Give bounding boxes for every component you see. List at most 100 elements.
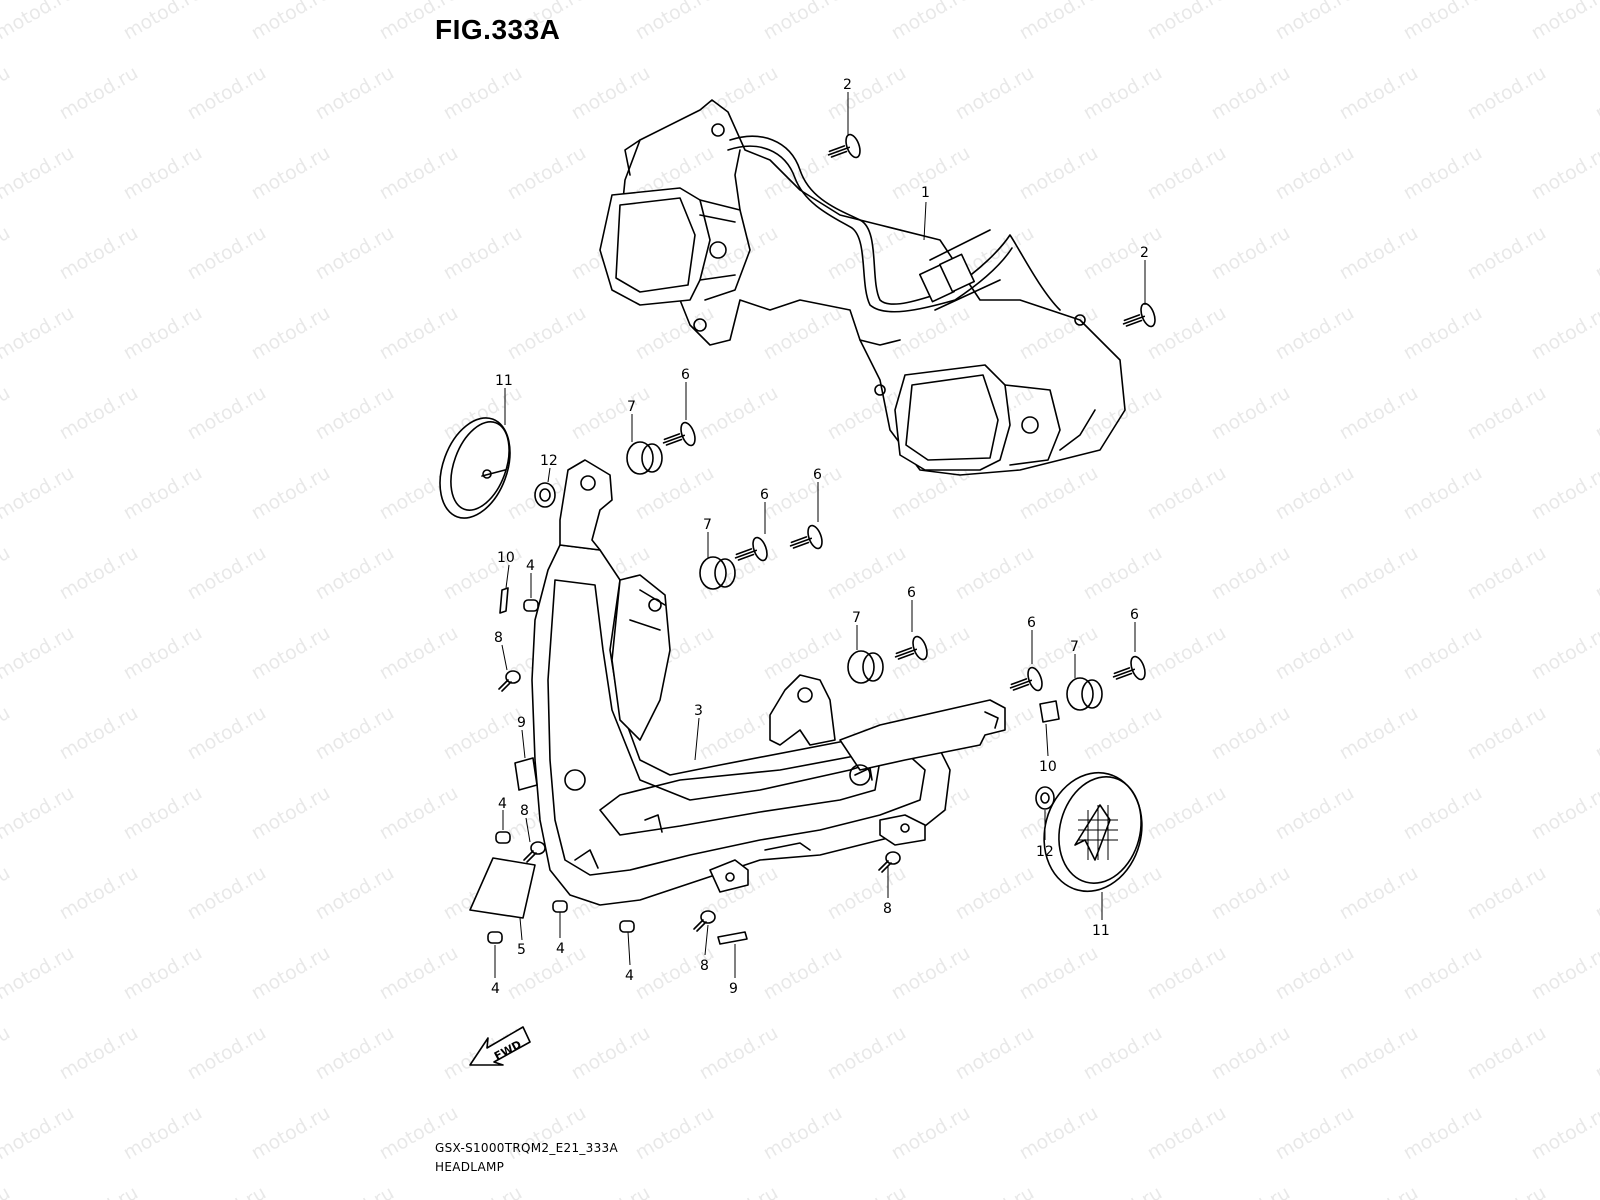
callout-2: 2 [843, 77, 852, 93]
model-code: GSX-S1000TRQM2_E21_333A [435, 1141, 618, 1155]
watermark-text: motod.ru [824, 862, 910, 925]
watermark-text: motod.ru [1528, 1102, 1600, 1165]
watermark-text: motod.ru [0, 382, 14, 445]
watermark-text: motod.ru [888, 942, 974, 1005]
watermark-text: motod.ru [760, 302, 846, 365]
watermark-text: motod.ru [0, 702, 14, 765]
callout-7: 7 [703, 517, 712, 533]
watermark-text: motod.ru [312, 1022, 398, 1085]
watermark-text: motod.ru [952, 1022, 1038, 1085]
watermark-text: motod.ru [1272, 782, 1358, 845]
watermark-text: motod.ru [1528, 302, 1600, 365]
watermark-text: motod.ru [1400, 0, 1486, 44]
watermark-text: motod.ru [1144, 1102, 1230, 1165]
callout-1: 1 [921, 185, 930, 201]
callout-9: 9 [729, 981, 738, 997]
callout-10: 10 [497, 550, 515, 566]
watermark-text: motod.ru [248, 302, 334, 365]
watermark-text: motod.ru [1464, 222, 1550, 285]
tape-10-left[interactable] [499, 587, 509, 614]
watermark-text: motod.ru [376, 942, 462, 1005]
watermark-text: motod.ru [1336, 862, 1422, 925]
callout-10: 10 [1039, 759, 1057, 775]
cover-disc-right[interactable] [1031, 762, 1155, 903]
screw-with-washer[interactable] [659, 133, 1157, 699]
headlamp-frame-bracket[interactable] [531, 459, 1006, 906]
watermark-text: motod.ru [824, 542, 910, 605]
callout-4: 4 [498, 796, 507, 812]
watermark-text: motod.ru [632, 1102, 718, 1165]
watermark-text: motod.ru [440, 1182, 526, 1200]
watermark-text: motod.ru [1208, 862, 1294, 925]
callout-4: 4 [625, 968, 634, 984]
watermark-text: motod.ru [0, 942, 78, 1005]
watermark-text: motod.ru [312, 62, 398, 125]
tape-10-right[interactable] [1039, 700, 1060, 723]
watermark-text: motod.ru [1400, 942, 1486, 1005]
watermark-text: motod.ru [248, 782, 334, 845]
watermark-text: motod.ru [1208, 1022, 1294, 1085]
tape-9-upper[interactable] [514, 757, 538, 791]
watermark-text: motod.ru [1400, 782, 1486, 845]
watermark-text: motod.ru [1464, 1182, 1550, 1200]
watermark-text: motod.ru [1400, 302, 1486, 365]
callout-7: 7 [627, 399, 636, 415]
nut-left[interactable] [534, 482, 556, 508]
watermark-text: motod.ru [1592, 862, 1600, 925]
watermark-text: motod.ru [632, 302, 718, 365]
watermark-text: motod.ru [184, 862, 270, 925]
callout-9: 9 [517, 715, 526, 731]
watermark-text: motod.ru [248, 462, 334, 525]
watermark-text: motod.ru [696, 62, 782, 125]
watermark-text: motod.ru [1336, 222, 1422, 285]
watermark-text: motod.ru [440, 62, 526, 125]
nut-right[interactable] [1035, 786, 1055, 810]
watermark-text: motod.ru [568, 1182, 654, 1200]
watermark-text: motod.ru [1592, 382, 1600, 445]
callout-11: 11 [495, 373, 513, 389]
watermark-text: motod.ru [56, 222, 142, 285]
watermark-text: motod.ru [1592, 1022, 1600, 1085]
watermark-text: motod.ru [312, 222, 398, 285]
watermark-text: motod.ru [504, 302, 590, 365]
watermark-text: motod.ru [1272, 302, 1358, 365]
grommet[interactable] [626, 441, 1103, 711]
label-sheet-5[interactable] [469, 857, 536, 919]
watermark-text: motod.ru [1336, 62, 1422, 125]
watermark-text: motod.ru [888, 622, 974, 685]
watermark-text: motod.ru [376, 142, 462, 205]
watermark-text: motod.ru [1528, 782, 1600, 845]
watermark-text: motod.ru [1336, 542, 1422, 605]
watermark-text: motod.ru [824, 222, 910, 285]
watermark-text: motod.ru [1464, 862, 1550, 925]
headlamp-assembly[interactable] [599, 99, 1126, 476]
watermark-text: motod.ru [952, 542, 1038, 605]
watermark-text: motod.ru [184, 62, 270, 125]
callout-6: 6 [1130, 607, 1139, 623]
rubber-pad[interactable] [487, 599, 635, 944]
watermark-text: motod.ru [1208, 1182, 1294, 1200]
figure-title: FIG.333A [435, 14, 561, 45]
watermark-text: motod.ru [1528, 942, 1600, 1005]
watermark-text: motod.ru [1144, 782, 1230, 845]
watermark-text: motod.ru [1400, 462, 1486, 525]
cover-disc-left[interactable] [427, 408, 523, 528]
watermark-text: motod.ru [760, 462, 846, 525]
callout-6: 6 [1027, 615, 1036, 631]
watermark-text: motod.ru [1400, 622, 1486, 685]
callout-4: 4 [526, 558, 535, 574]
assembly-name: HEADLAMP [435, 1160, 505, 1174]
watermark-text: motod.ru [1464, 542, 1550, 605]
watermark-text: motod.ru [504, 0, 590, 44]
watermark-text: motod.ru [1208, 222, 1294, 285]
watermark-text: motod.ru [1528, 622, 1600, 685]
watermark-text: motod.ru [184, 222, 270, 285]
watermark-text: motod.ru [1464, 702, 1550, 765]
watermark-text: motod.ru [1464, 1022, 1550, 1085]
tape-9-lower[interactable] [717, 931, 748, 945]
watermark-text: motod.ru [120, 302, 206, 365]
watermark-text: motod.ru [1528, 142, 1600, 205]
bolt[interactable] [498, 670, 901, 932]
watermark-text: motod.ru [1016, 302, 1102, 365]
